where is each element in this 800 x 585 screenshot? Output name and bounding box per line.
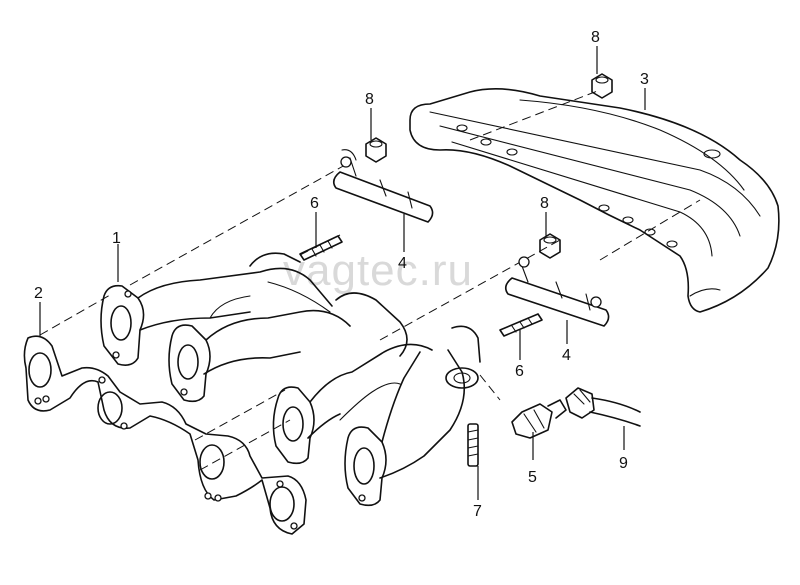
stud-upper bbox=[299, 235, 343, 261]
nut-upper-bracket bbox=[365, 137, 387, 163]
stud-vertical bbox=[467, 423, 479, 467]
bracket-upper bbox=[332, 149, 434, 223]
callout-1: 1 bbox=[112, 230, 121, 247]
callout-4-upper: 4 bbox=[398, 255, 407, 272]
sensor-cable bbox=[565, 387, 641, 427]
callouts: 1 2 3 4 4 5 6 6 7 8 8 8 9 bbox=[34, 29, 649, 520]
callout-5: 5 bbox=[528, 469, 537, 486]
temperature-sensor bbox=[511, 399, 567, 439]
heat-shield bbox=[409, 88, 780, 313]
exhaust-manifold bbox=[100, 252, 481, 507]
nut-lower-bracket bbox=[539, 233, 561, 259]
callout-4-lower: 4 bbox=[562, 347, 571, 364]
callout-6-lower: 6 bbox=[515, 363, 524, 380]
leader-lines bbox=[39, 46, 646, 500]
exhaust-gasket bbox=[23, 335, 307, 535]
callout-6-upper: 6 bbox=[310, 195, 319, 212]
nut-top bbox=[591, 73, 613, 99]
callout-2: 2 bbox=[34, 285, 43, 302]
callout-8-lower: 8 bbox=[540, 195, 549, 212]
callout-9: 9 bbox=[619, 455, 628, 472]
callout-7: 7 bbox=[473, 503, 482, 520]
callout-8-upper: 8 bbox=[365, 91, 374, 108]
callout-8-top: 8 bbox=[591, 29, 600, 46]
bracket-lower bbox=[504, 256, 610, 327]
callout-3: 3 bbox=[640, 71, 649, 88]
stud-lower bbox=[499, 313, 543, 337]
watermark: vagtec.ru bbox=[283, 246, 473, 295]
